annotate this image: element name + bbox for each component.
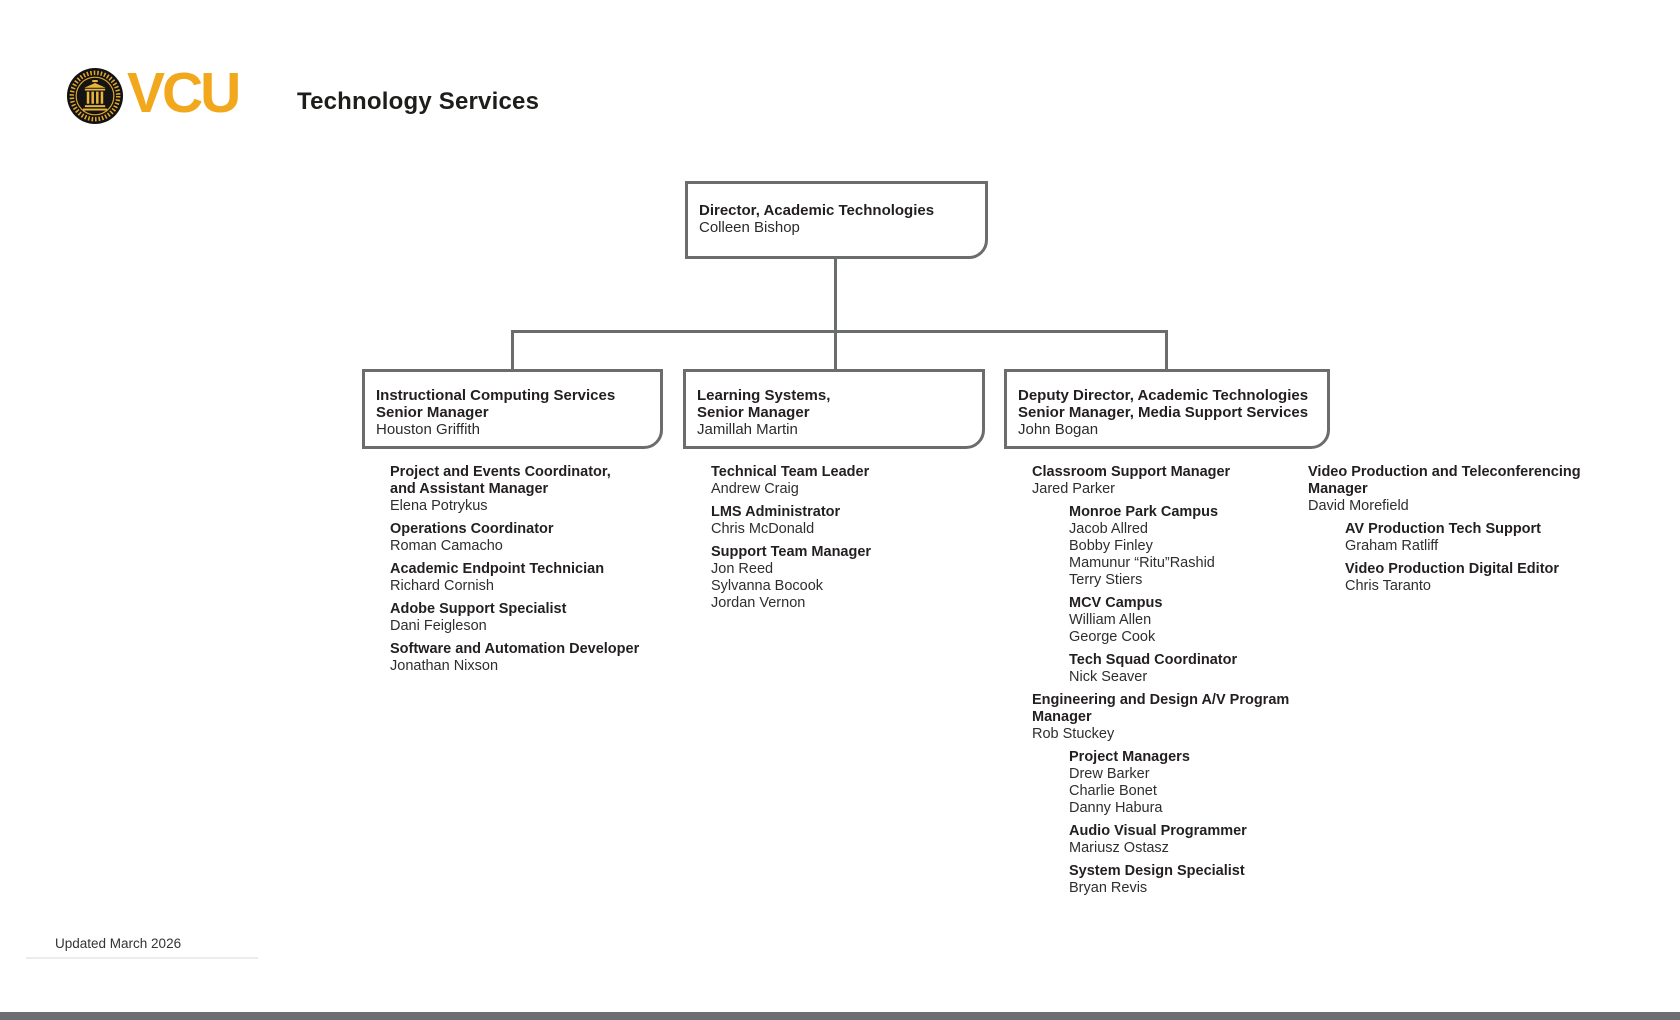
role-title: Software and Automation Developer (390, 641, 640, 657)
updated-label: Updated March 2026 (55, 936, 182, 951)
role-title: Classroom Support Manager (1032, 464, 1231, 480)
role-title: Technical Team Leader (711, 464, 870, 480)
role-title: System Design Specialist (1069, 863, 1245, 879)
person-name: Jonathan Nixson (390, 658, 499, 674)
box-title: Senior Manager, Media Support Services (1018, 404, 1309, 421)
person-name: Jon Reed (711, 561, 774, 577)
role-title: Engineering and Design A/V Program (1032, 692, 1290, 708)
role-title: and Assistant Manager (390, 481, 549, 497)
role-title: AV Production Tech Support (1345, 521, 1542, 537)
vcu-wordmark: VCU (127, 61, 241, 125)
person-name: Jordan Vernon (711, 595, 806, 611)
box-title: Learning Systems, (697, 387, 831, 404)
person-name: Chris McDonald (711, 521, 815, 537)
person-name: Roman Camacho (390, 538, 503, 554)
org-column-instructional-computing: Project and Events Coordinator,and Assis… (390, 464, 700, 681)
person-name: Nick Seaver (1069, 669, 1148, 685)
role-title: Manager (1032, 709, 1092, 725)
role-title: Tech Squad Coordinator (1069, 652, 1238, 668)
box-title: Deputy Director, Academic Technologies (1018, 387, 1309, 404)
box-title: Senior Manager (697, 404, 810, 421)
person-name: Chris Taranto (1345, 578, 1431, 594)
connector-drop-left (511, 330, 514, 369)
person-name: Jared Parker (1032, 481, 1116, 497)
person-name: Charlie Bonet (1069, 783, 1157, 799)
person-name: Mamunur “Ritu”Rashid (1069, 555, 1215, 571)
person-name: Jacob Allred (1069, 521, 1148, 537)
page-title: Technology Services (297, 88, 540, 115)
box-person: Jamillah Martin (697, 421, 798, 438)
connector-drop-right (1165, 330, 1168, 369)
person-name: Terry Stiers (1069, 572, 1143, 588)
person-name: William Allen (1069, 612, 1152, 628)
org-box-director: Director, Academic Technologies Colleen … (685, 181, 988, 259)
footer-bar (0, 1012, 1680, 1020)
connector-stem (834, 256, 837, 330)
box-title: Senior Manager (376, 404, 489, 421)
role-title: Manager (1308, 481, 1368, 497)
role-title: Project and Events Coordinator, (390, 464, 611, 480)
person-name: George Cook (1069, 629, 1156, 645)
person-name: Drew Barker (1069, 766, 1150, 782)
org-box-learning-systems: Learning Systems, Senior Manager Jamilla… (683, 369, 985, 449)
person-name: Andrew Craig (711, 481, 799, 497)
role-title: Video Production Digital Editor (1345, 561, 1560, 577)
box-title: Instructional Computing Services (376, 387, 616, 404)
role-title: Video Production and Teleconferencing (1308, 464, 1581, 480)
person-name: Mariusz Ostasz (1069, 840, 1169, 856)
footer-rule (26, 957, 258, 959)
vcu-seal-icon (66, 67, 124, 125)
role-group: Project and Events Coordinator,and Assis… (390, 464, 700, 515)
box-person: John Bogan (1018, 421, 1099, 438)
person-name: Bryan Revis (1069, 880, 1148, 896)
role-title: Academic Endpoint Technician (390, 561, 605, 577)
role-title: Support Team Manager (711, 544, 872, 560)
org-box-deputy-director: Deputy Director, Academic Technologies S… (1004, 369, 1330, 449)
person-name: Danny Habura (1069, 800, 1163, 816)
person-name: Elena Potrykus (390, 498, 488, 514)
person-name: David Morefield (1308, 498, 1409, 514)
box-person: Houston Griffith (376, 421, 480, 438)
role-title: Operations Coordinator (390, 521, 554, 537)
role-title: Project Managers (1069, 749, 1190, 765)
role-title: MCV Campus (1069, 595, 1163, 611)
role-title: Monroe Park Campus (1069, 504, 1219, 520)
connector-horizontal (511, 330, 1168, 333)
role-title: Audio Visual Programmer (1069, 823, 1247, 839)
person-name: Richard Cornish (390, 578, 494, 594)
person-name: Sylvanna Bocook (711, 578, 824, 594)
person-name: Graham Ratliff (1345, 538, 1439, 554)
box-title: Director, Academic Technologies (699, 202, 935, 219)
org-box-instructional-computing: Instructional Computing Services Senior … (362, 369, 663, 449)
person-name: Bobby Finley (1069, 538, 1153, 554)
person-name: Dani Feigleson (390, 618, 487, 634)
box-person: Colleen Bishop (699, 219, 800, 236)
role-title: Adobe Support Specialist (390, 601, 567, 617)
role-title: LMS Administrator (711, 504, 841, 520)
person-name: Rob Stuckey (1032, 726, 1115, 742)
connector-drop-middle (834, 330, 837, 369)
